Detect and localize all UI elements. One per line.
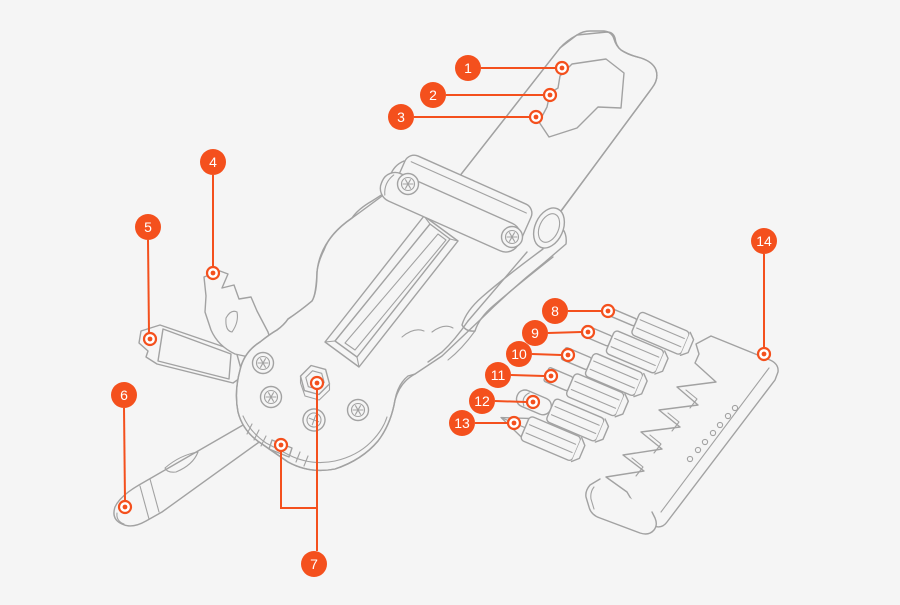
callout-target-dot bbox=[761, 351, 767, 357]
callout-number: 7 bbox=[310, 556, 318, 572]
hinge-barrel bbox=[532, 207, 566, 249]
callout-circle bbox=[111, 382, 137, 408]
callout-target-dot bbox=[585, 329, 591, 335]
callout-target-dot bbox=[511, 420, 517, 426]
tire-lever bbox=[113, 420, 263, 527]
callout-line bbox=[123, 407, 126, 502]
torx-screw bbox=[500, 225, 524, 249]
bit-holder bbox=[585, 335, 779, 535]
callout-circle bbox=[449, 410, 475, 436]
callout-12: 12 bbox=[469, 388, 541, 414]
bit-12-flathead bbox=[515, 389, 610, 443]
callout-circle bbox=[751, 228, 777, 254]
callout-circle bbox=[388, 104, 414, 130]
callout-circle bbox=[455, 55, 481, 81]
callout-target-dot bbox=[548, 373, 554, 379]
callout-2: 2 bbox=[420, 82, 558, 108]
callout-line bbox=[531, 353, 562, 356]
callout-14: 14 bbox=[751, 228, 777, 362]
callout-number: 6 bbox=[120, 387, 128, 403]
callout-target-dot bbox=[559, 65, 565, 71]
torx-screw bbox=[346, 398, 370, 422]
callout-13: 13 bbox=[449, 410, 522, 436]
phillips-screw bbox=[302, 408, 326, 432]
callout-line bbox=[147, 239, 150, 334]
callout-8: 8 bbox=[542, 298, 616, 324]
callout-target-dot bbox=[530, 399, 536, 405]
bit-channel bbox=[324, 215, 459, 368]
callout-target-dot bbox=[314, 380, 320, 386]
callout-number: 12 bbox=[474, 393, 490, 409]
callout-target-dot bbox=[210, 270, 216, 276]
callout-3: 3 bbox=[388, 104, 544, 130]
bit-holder-foot bbox=[585, 478, 657, 535]
file-tool bbox=[138, 324, 244, 384]
callout-circle bbox=[420, 82, 446, 108]
callout-number: 8 bbox=[551, 303, 559, 319]
callout-circle bbox=[542, 298, 568, 324]
callout-number: 14 bbox=[756, 233, 772, 249]
callout-circle bbox=[200, 149, 226, 175]
torx-screw bbox=[251, 351, 275, 375]
callout-number: 1 bbox=[464, 60, 472, 76]
callout-target-dot bbox=[278, 442, 284, 448]
callout-number: 11 bbox=[491, 367, 506, 383]
tool-line-art bbox=[113, 30, 779, 535]
callout-circle bbox=[469, 388, 495, 414]
wrench-cutout bbox=[538, 58, 625, 138]
callout-number: 13 bbox=[454, 415, 470, 431]
bit-holder-holes bbox=[686, 404, 739, 463]
callout-number: 10 bbox=[511, 346, 527, 362]
head-plate bbox=[235, 341, 416, 472]
callout-number: 2 bbox=[429, 87, 437, 103]
callout-line bbox=[547, 331, 582, 334]
callout-circle bbox=[485, 362, 511, 388]
spoke-wrench bbox=[203, 270, 278, 364]
callout-target-dot bbox=[147, 336, 153, 342]
callout-9: 9 bbox=[522, 320, 596, 346]
callout-target-dot bbox=[547, 92, 553, 98]
callout-line bbox=[280, 451, 316, 509]
callout-7: 7 bbox=[273, 375, 327, 577]
torx-screw bbox=[259, 385, 283, 409]
callout-line bbox=[510, 374, 545, 377]
callout-target-dot bbox=[565, 352, 571, 358]
callout-circle bbox=[135, 214, 161, 240]
callout-1: 1 bbox=[455, 55, 570, 81]
callout-10: 10 bbox=[506, 341, 576, 367]
callout-number: 3 bbox=[397, 109, 405, 125]
torx-screw bbox=[396, 172, 420, 196]
callout-number: 4 bbox=[209, 154, 217, 170]
file-hatch-texture bbox=[157, 328, 232, 380]
callout-target-dot bbox=[533, 114, 539, 120]
callout-number: 5 bbox=[144, 219, 152, 235]
callout-4: 4 bbox=[200, 149, 226, 281]
clamp-lever bbox=[379, 154, 566, 332]
callout-target-dot bbox=[122, 504, 128, 510]
callout-target-dot bbox=[605, 308, 611, 314]
callout-circle bbox=[522, 320, 548, 346]
callout-number: 9 bbox=[531, 325, 539, 341]
callout-5: 5 bbox=[135, 214, 161, 347]
callout-11: 11 bbox=[485, 362, 559, 388]
callout-6: 6 bbox=[111, 382, 137, 515]
callout-circle bbox=[301, 551, 327, 577]
callout-circle bbox=[506, 341, 532, 367]
callout-line bbox=[494, 400, 527, 403]
